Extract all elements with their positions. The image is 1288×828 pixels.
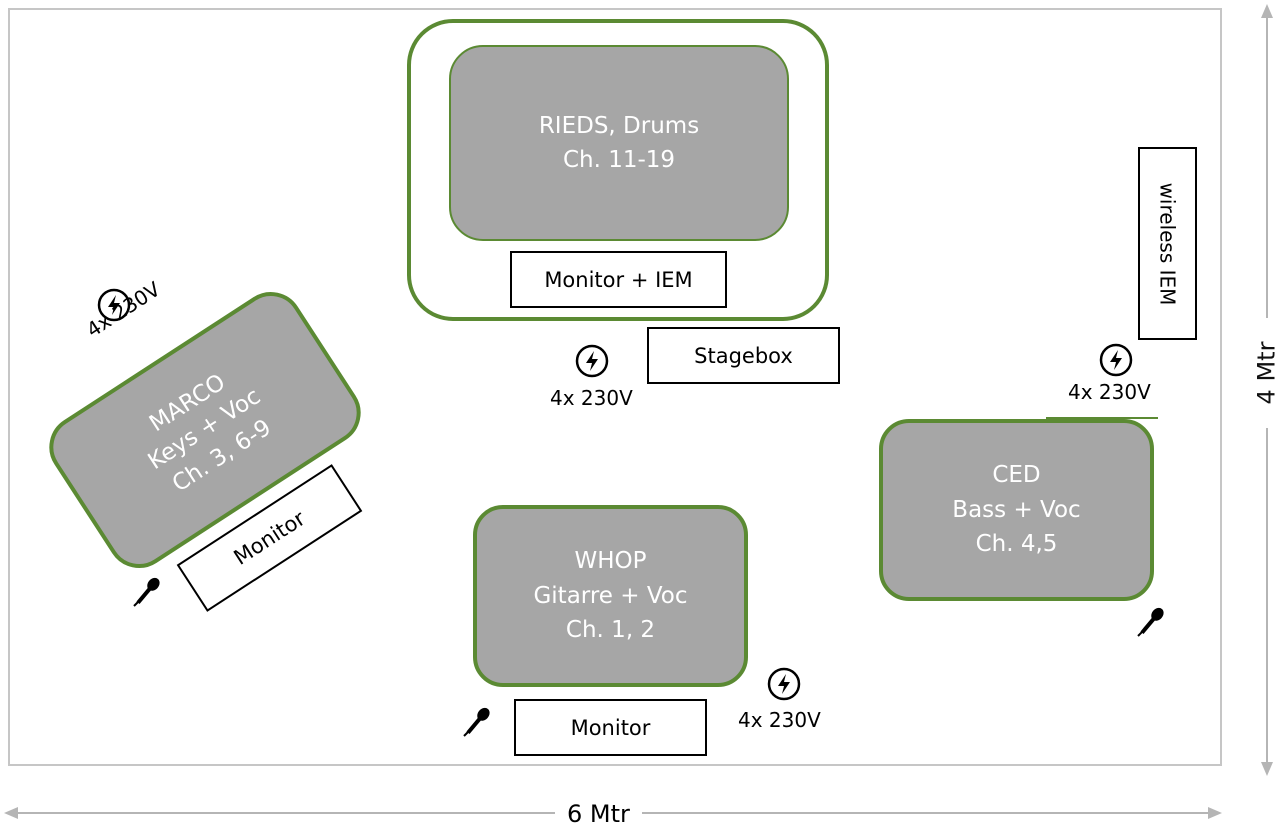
bass-channels: Ch. 4,5 (975, 531, 1058, 558)
power-outlet-icon (97, 288, 131, 322)
wireless-iem: wireless IEM (1138, 147, 1197, 340)
musician-guitar: WHOP Gitarre + Voc Ch. 1, 2 (473, 505, 748, 687)
guitar-instrument: Gitarre + Voc (533, 582, 688, 609)
musician-drums: RIEDS, Drums Ch. 11-19 (449, 45, 789, 241)
power-outlet-icon (1099, 343, 1133, 377)
bass-instrument: Bass + Voc (952, 496, 1081, 523)
wireless-iem-label: wireless IEM (1155, 182, 1180, 305)
power-outlet-icon (767, 667, 801, 701)
depth-label: 4 Mtr (1252, 341, 1281, 405)
stagebox: Stagebox (647, 327, 840, 384)
microphone-icon (463, 707, 490, 737)
guitar-name: WHOP (574, 548, 647, 575)
drums-channels: Ch. 11-19 (562, 147, 676, 173)
musician-bass: CED Bass + Voc Ch. 4,5 (879, 419, 1154, 601)
drum-monitor-iem: Monitor + IEM (510, 251, 727, 308)
power-outlet-icon (575, 344, 609, 378)
stage-area (8, 8, 1222, 766)
microphone-icon (1137, 607, 1164, 637)
depth-label-wrap: 4 Mtr (1246, 318, 1286, 428)
guitar-channels: Ch. 1, 2 (565, 617, 656, 644)
power-label-guitar: 4x 230V (738, 708, 821, 732)
bass-name: CED (992, 462, 1041, 489)
guitar-monitor: Monitor (514, 699, 707, 756)
power-label-bass: 4x 230V (1068, 380, 1151, 404)
width-label: 6 Mtr (555, 800, 642, 828)
width-dimension-arrow (4, 807, 1222, 819)
power-label-stagebox: 4x 230V (550, 386, 633, 410)
bass-top-line (1046, 417, 1158, 419)
microphone-icon (133, 577, 160, 607)
drums-name: RIEDS, Drums (538, 112, 700, 139)
